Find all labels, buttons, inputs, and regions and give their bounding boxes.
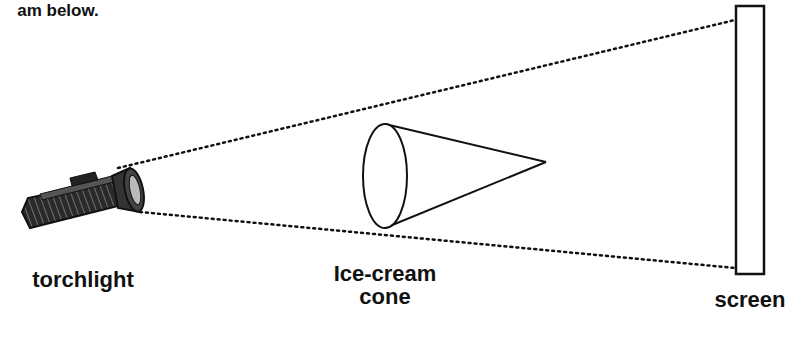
beam-edge	[140, 212, 735, 268]
part-label: Ice-cream cone	[320, 262, 450, 308]
beam-edge	[118, 20, 735, 168]
screen	[736, 6, 764, 274]
part-label: screen	[700, 288, 800, 311]
ice-cream-cone	[363, 124, 546, 228]
heading-fragment: am below.	[3, 2, 113, 20]
part-label: torchlight	[3, 268, 163, 291]
torchlight-icon	[22, 167, 147, 228]
